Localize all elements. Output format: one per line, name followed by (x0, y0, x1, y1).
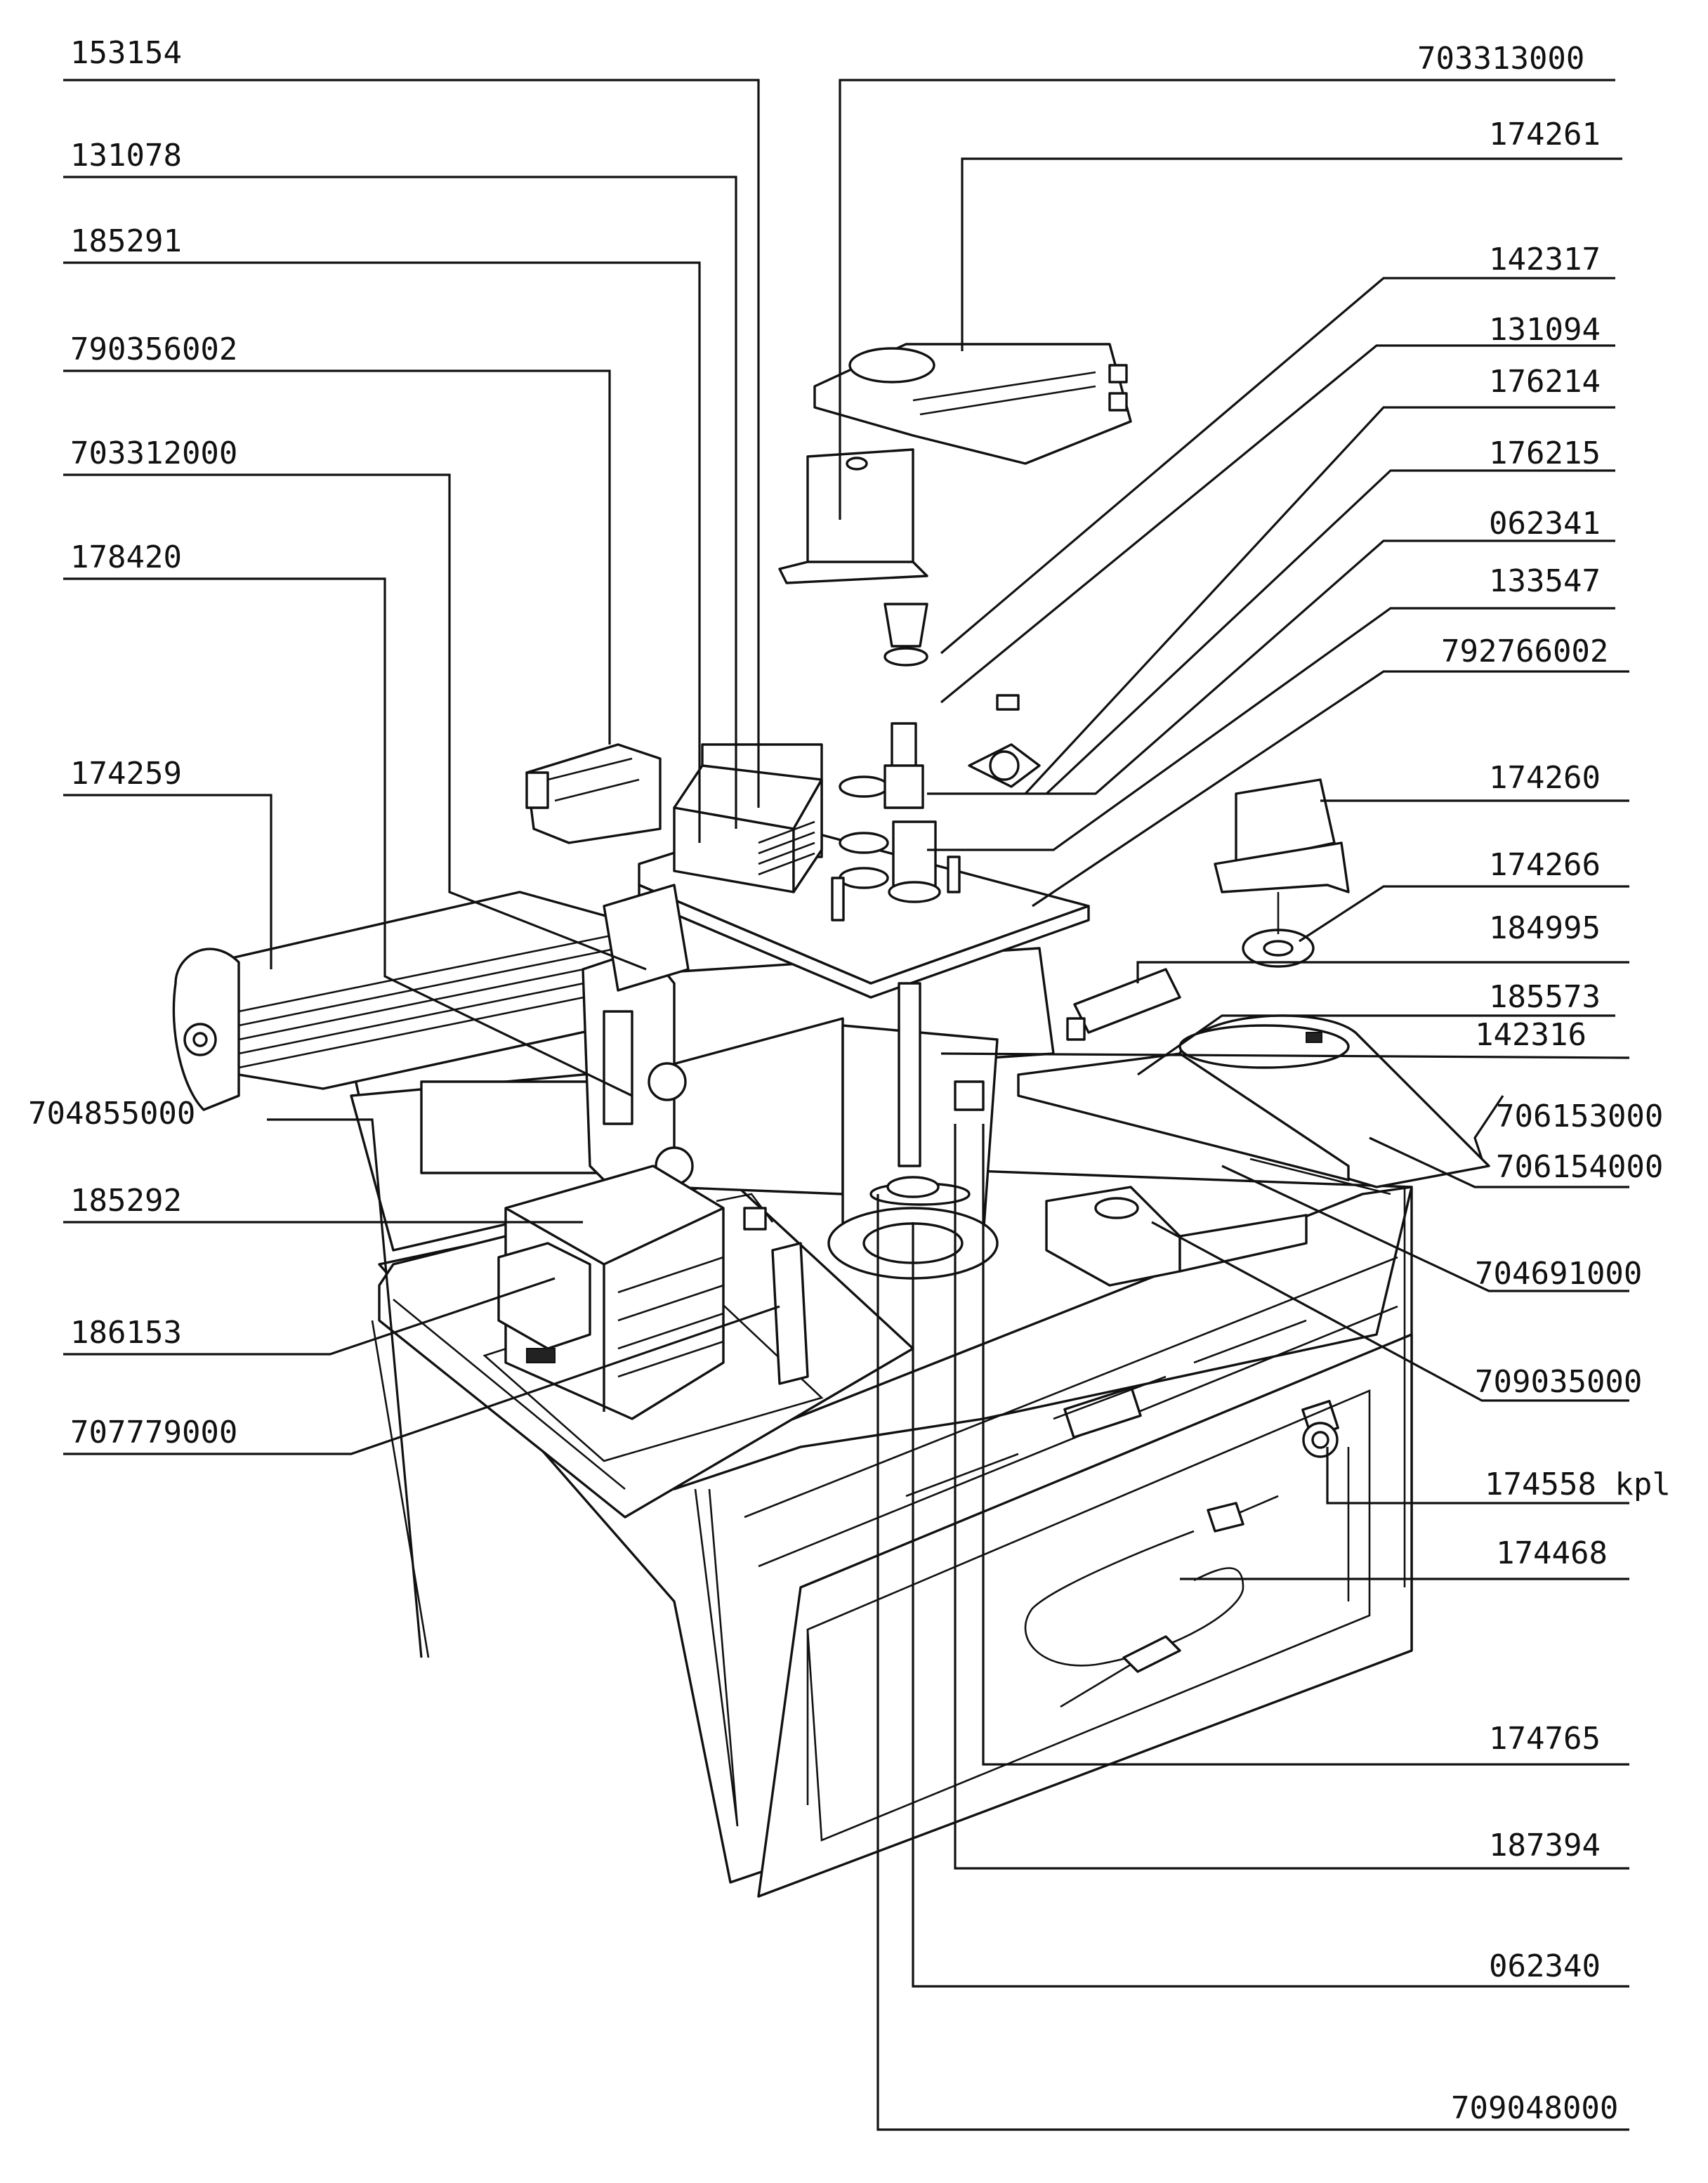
label-186153: 186153 (70, 1315, 182, 1351)
leader-187394 (954, 1124, 1629, 1870)
leader-131078 (63, 176, 737, 829)
leader-704691000 (1221, 1165, 1629, 1292)
leader-707779000 (63, 1305, 780, 1455)
label-062341: 062341 (1489, 506, 1601, 542)
leader-709035000 (1151, 1221, 1629, 1402)
leader-709048000 (876, 1194, 1629, 2131)
leader-185291 (63, 261, 701, 843)
label-709035000: 709035000 (1475, 1364, 1642, 1400)
leader-062341 (927, 539, 1615, 795)
part-labels: 153154 131078 185291 790356002 703312000… (28, 35, 1671, 2126)
leader-176215 (1045, 469, 1615, 795)
label-142316: 142316 (1475, 1017, 1587, 1053)
label-174260: 174260 (1489, 760, 1601, 796)
label-174468: 174468 (1496, 1535, 1608, 1571)
label-131094: 131094 (1489, 312, 1601, 348)
mounting-plate (638, 722, 1090, 999)
label-174558: 174558 kpl (1485, 1467, 1671, 1502)
leader-706154000 (1369, 1136, 1629, 1188)
transformer (497, 1165, 809, 1420)
leader-133547 (927, 607, 1615, 851)
leader-174266 (1299, 885, 1629, 943)
label-704691000: 704691000 (1475, 1256, 1642, 1292)
label-709048000: 709048000 (1451, 2090, 1618, 2126)
label-185573: 185573 (1489, 979, 1601, 1015)
label-187394: 187394 (1489, 1828, 1601, 1863)
leader-174765 (982, 1124, 1629, 1766)
leader-703313000 (839, 79, 1615, 520)
label-133547: 133547 (1489, 563, 1601, 599)
label-185292: 185292 (70, 1183, 182, 1219)
leader-131094 (940, 344, 1615, 704)
leader-174259 (63, 794, 272, 969)
label-153154: 153154 (70, 35, 182, 71)
heater-bracket (525, 743, 662, 844)
label-703312000: 703312000 (70, 435, 237, 471)
label-062340: 062340 (1489, 1948, 1601, 1984)
leader-790356002 (63, 369, 611, 745)
leader-142317 (940, 277, 1615, 655)
label-174266: 174266 (1489, 847, 1601, 883)
leader-062340 (912, 1222, 1629, 1988)
label-703313000: 703313000 (1417, 41, 1584, 77)
leader-174558 (1326, 1447, 1629, 1504)
label-792766002: 792766002 (1441, 634, 1608, 669)
leader-lines (63, 79, 1630, 2131)
leader-184995 (1136, 961, 1629, 983)
label-184995: 184995 (1489, 910, 1601, 946)
leader-178420 (63, 577, 633, 1097)
leader-186153 (63, 1277, 556, 1356)
label-176214: 176214 (1489, 364, 1601, 400)
label-706153000: 706153000 (1496, 1099, 1663, 1134)
label-142317: 142317 (1489, 242, 1601, 277)
leader-142316 (940, 1052, 1630, 1059)
leader-792766002 (1032, 670, 1629, 907)
leader-176214 (1024, 406, 1615, 795)
leader-703312000 (63, 473, 647, 971)
label-174261: 174261 (1489, 117, 1601, 152)
parts-drawing (172, 343, 1490, 1898)
label-707779000: 707779000 (70, 1415, 237, 1450)
label-706154000: 706154000 (1496, 1149, 1663, 1185)
leader-704855000 (267, 1118, 423, 1658)
label-790356002: 790356002 (70, 332, 237, 367)
control-box (1045, 1186, 1308, 1287)
sensor-wiring (1024, 1422, 1339, 1708)
label-131078: 131078 (70, 138, 182, 173)
label-704855000: 704855000 (28, 1096, 195, 1132)
leader-153154 (63, 79, 760, 808)
blower-unit (582, 884, 694, 1195)
label-176215: 176215 (1489, 435, 1601, 471)
label-185291: 185291 (70, 223, 182, 259)
leader-174261 (961, 157, 1622, 351)
timer-motor (778, 343, 1132, 584)
label-178420: 178420 (70, 539, 182, 575)
spindle-parts (883, 603, 1041, 788)
label-174259: 174259 (70, 756, 182, 792)
thermostat (1214, 778, 1350, 968)
leader-706153000 (1473, 1095, 1504, 1160)
cut-lines (371, 1187, 1406, 1827)
label-174765: 174765 (1489, 1721, 1601, 1757)
